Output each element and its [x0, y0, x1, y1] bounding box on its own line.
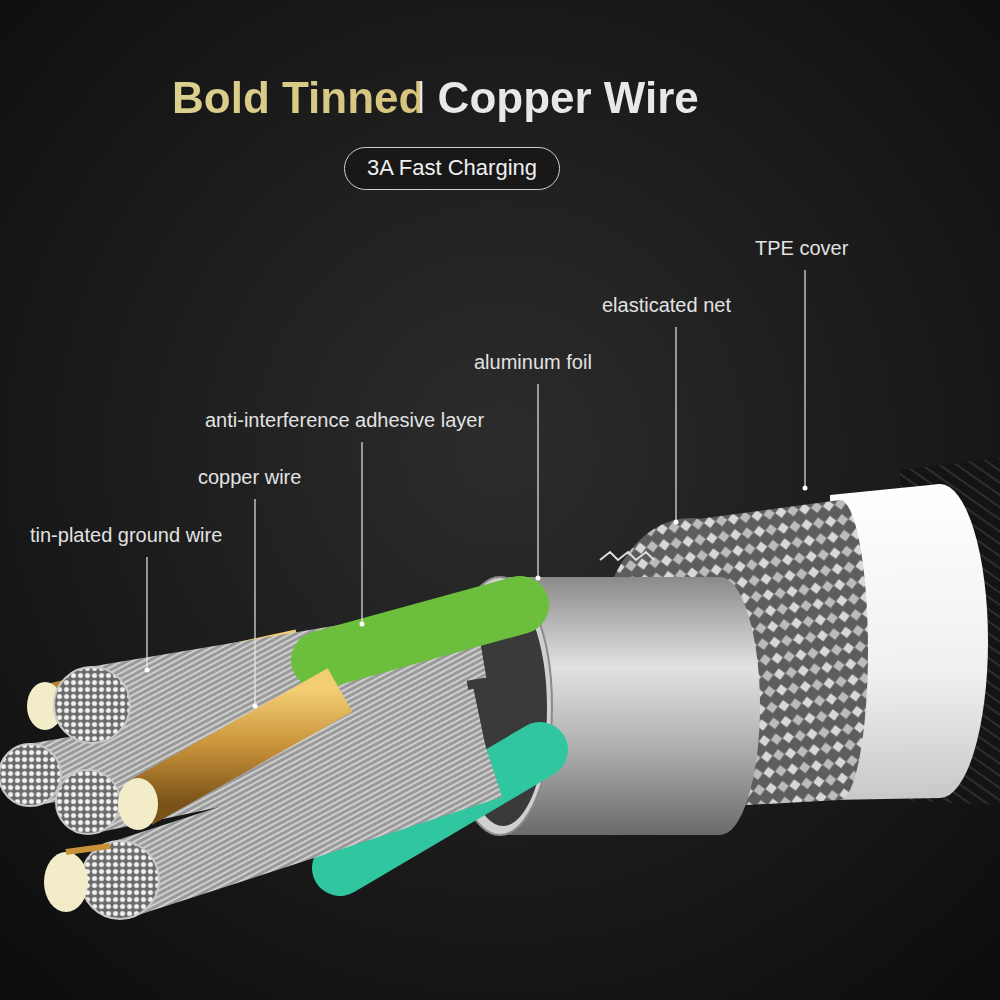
- part-label: tin-plated ground wire: [30, 523, 222, 547]
- badge-text: 3A Fast Charging: [367, 155, 537, 180]
- part-label: copper wire: [198, 465, 301, 489]
- rounded-badge: 3A Fast Charging: [344, 147, 560, 190]
- part-label: anti-interference adhesive layer: [205, 408, 484, 432]
- part-label: elasticated net: [602, 293, 731, 317]
- part-label: aluminum foil: [474, 350, 592, 374]
- title: Bold Tinned Copper Wire: [172, 72, 699, 125]
- part-label: TPE cover: [755, 236, 848, 260]
